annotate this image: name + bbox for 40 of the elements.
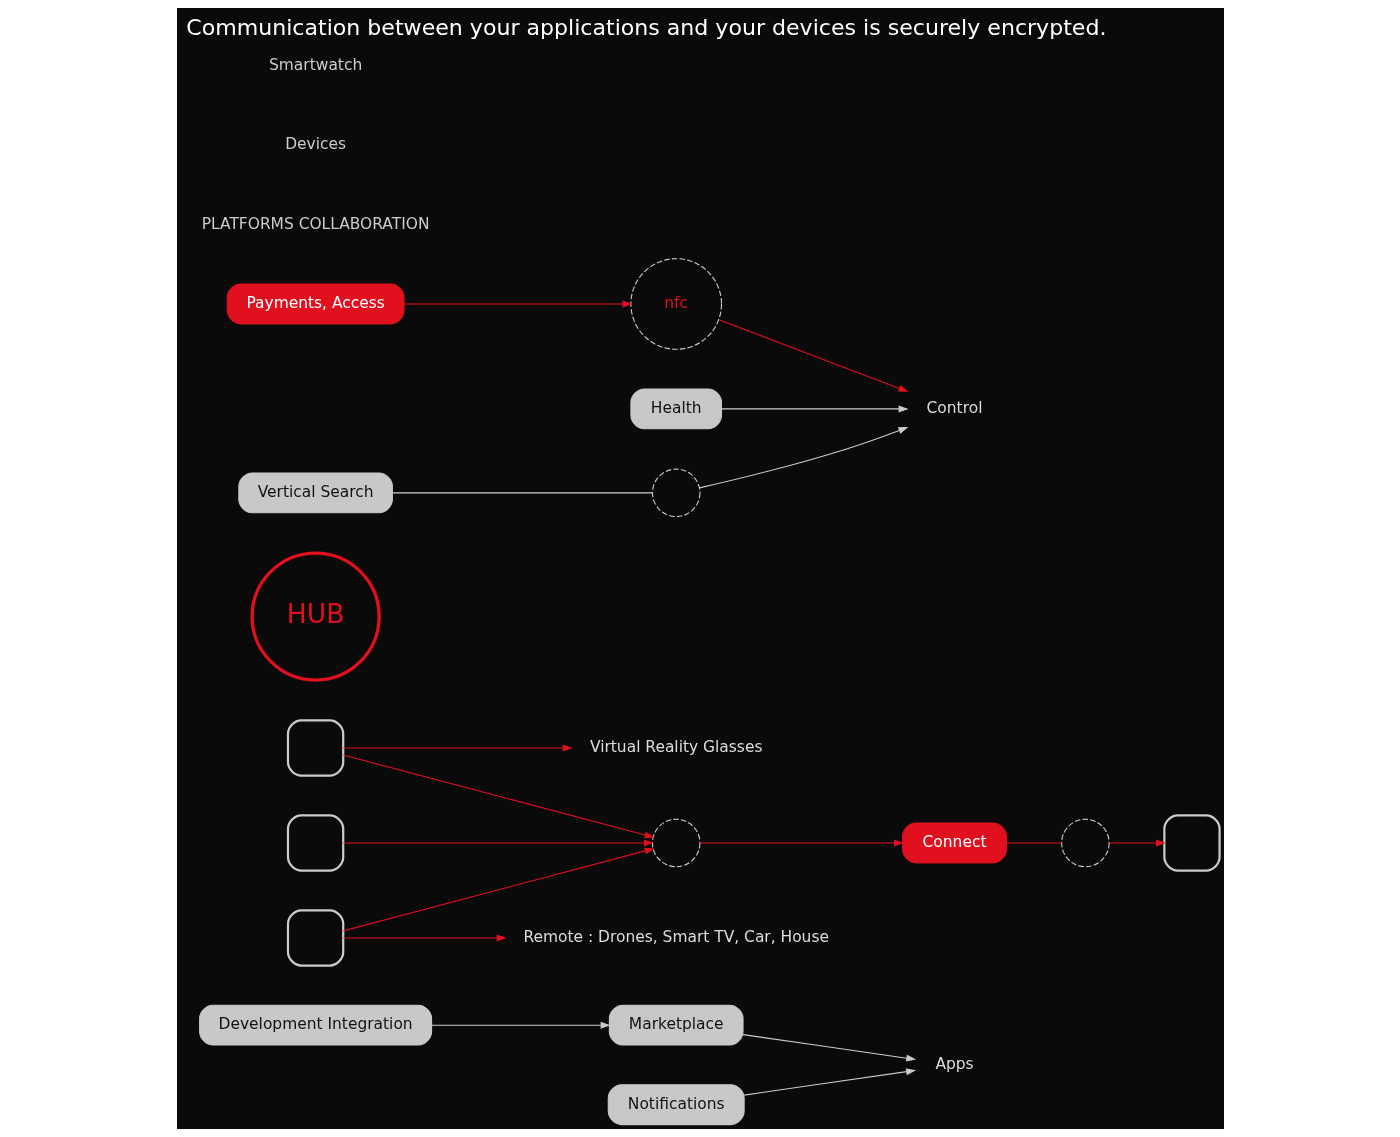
arrow [342, 847, 655, 932]
node-circle: HUB [249, 551, 381, 682]
diagram-title: Communication between your applications and your devices is securely encrypted. [185, 14, 1106, 40]
node-text: Control [926, 399, 982, 417]
arrow [342, 934, 507, 942]
node-box: Marketplace [608, 1004, 744, 1046]
arrow [342, 744, 573, 752]
connector [1005, 842, 1062, 844]
node-circle: nfc [629, 258, 722, 350]
label: PLATFORMS COLLABORATION [201, 214, 429, 233]
arrow [1108, 839, 1166, 847]
arrow [403, 300, 632, 308]
arrow [717, 319, 908, 392]
node-box: Payments, Access [226, 283, 404, 325]
node-box: Connect [901, 822, 1007, 864]
node-circle [651, 818, 700, 868]
connector [391, 492, 653, 494]
arrow [699, 839, 904, 847]
node-circle [1060, 818, 1110, 868]
node-box [286, 814, 344, 872]
arrow [742, 1034, 916, 1062]
arrow [430, 1021, 611, 1029]
label: Smartwatch [268, 55, 362, 74]
arrow [720, 405, 908, 413]
arrow [743, 1068, 916, 1096]
node-circle [651, 468, 700, 518]
node-box [286, 909, 344, 967]
arrow [342, 754, 655, 839]
arrow [698, 427, 908, 489]
node-box [1162, 814, 1221, 872]
node-box: Notifications [607, 1084, 745, 1126]
node-box: Development Integration [198, 1004, 432, 1046]
node-text: Apps [934, 1055, 974, 1074]
node-box [286, 719, 344, 777]
node-box: Vertical Search [237, 472, 393, 514]
node-box: Health [629, 388, 722, 430]
node-text: Remote : Drones, Smart TV, Car, House [522, 928, 829, 947]
node-text: Virtual Reality Glasses [589, 738, 762, 757]
label: Devices [284, 135, 346, 154]
arrow [342, 839, 654, 847]
